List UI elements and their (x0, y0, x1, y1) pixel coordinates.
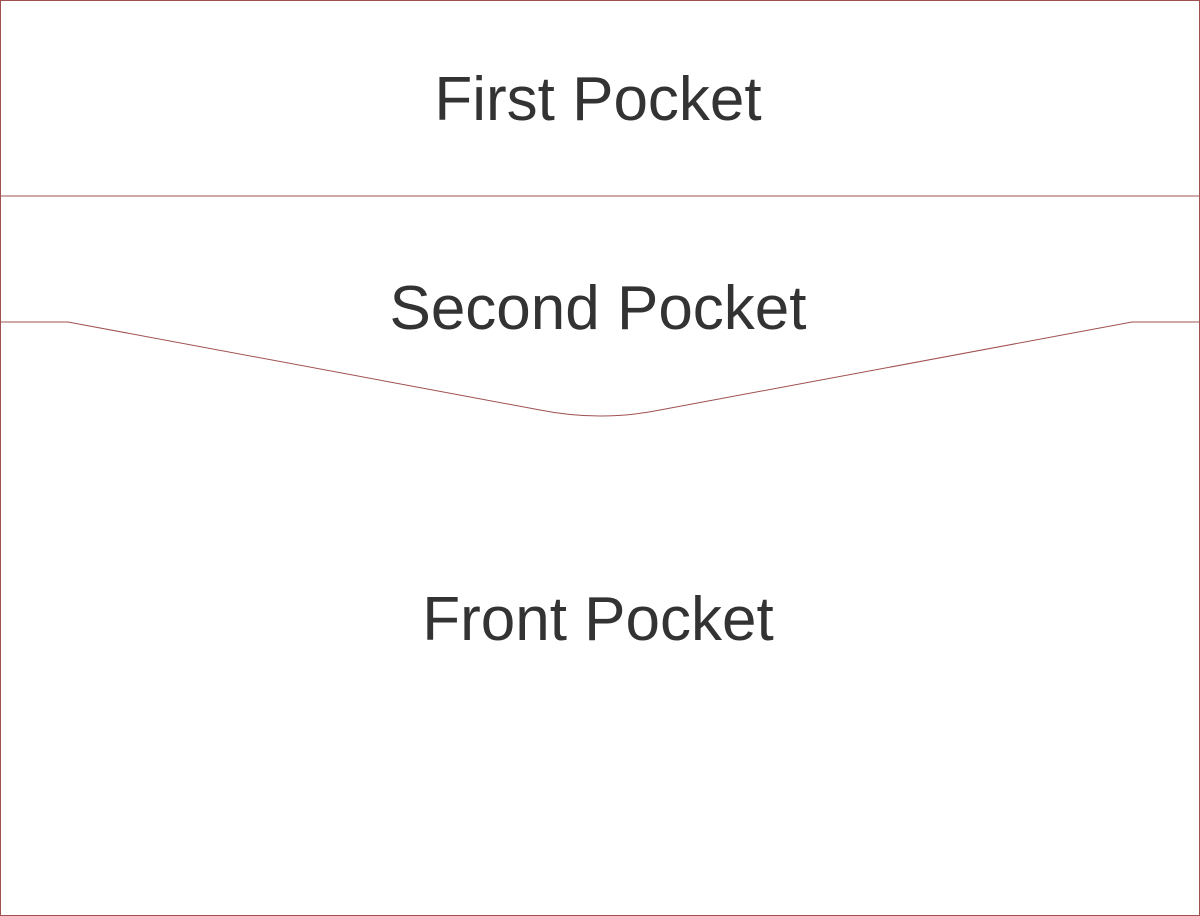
second-pocket-label: Second Pocket (389, 274, 806, 343)
first-pocket-label: First Pocket (434, 65, 761, 134)
front-pocket-label: Front Pocket (422, 585, 773, 654)
front-pocket-opening (0, 321, 1200, 417)
